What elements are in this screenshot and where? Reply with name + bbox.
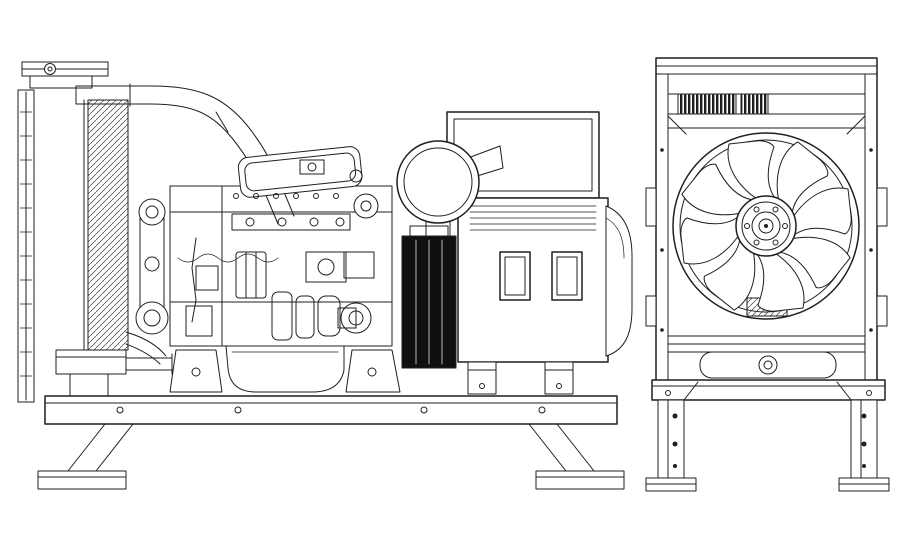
radiator [17,61,173,403]
injection-pump [235,251,267,299]
cooling-fan [672,132,860,320]
dipstick [191,237,197,323]
engine-mount-front [169,349,223,393]
hub-bolt [782,223,788,229]
corner-gusset [667,115,687,135]
turbocharger [353,193,379,219]
hub-bolt [753,239,760,246]
air-cleaner [396,140,504,237]
corner-gusset [846,115,866,135]
crank-pulley-guard [699,351,837,379]
hub-bolt [753,206,760,213]
alternator-body [457,197,609,363]
side-bracket [645,187,657,227]
top-tank-hatch [677,93,737,115]
radiator-frame [645,57,888,399]
alternator [446,111,633,395]
engine [135,146,401,393]
air-cleaner-ring [396,140,480,224]
oil-pan [225,345,345,393]
idler-pulley [138,198,166,226]
base-skid [37,395,625,490]
base-legs [645,379,890,492]
fan-hub-bolts [744,206,788,246]
front-base-rail [651,379,886,401]
alternator-foot [544,361,574,395]
radiator-mounting-channel [17,89,35,403]
radiator-core [87,99,129,351]
crank-pulley [135,301,169,335]
vent-grille [469,205,597,231]
front-view [645,57,890,492]
base-leg-left [67,423,134,472]
engine-mount-rear [345,349,401,393]
hub-bolt [744,223,750,229]
breather-cap [349,169,363,183]
charge-cooler [401,225,457,369]
base-foot-left [37,470,127,490]
base-foot-right [535,470,625,490]
head-bolts [233,193,339,199]
base-leg-right [528,423,595,472]
fuel-filter [295,295,315,339]
radiator-lower-hose [125,331,167,357]
side-bracket [876,295,888,327]
hub-bolt [772,239,779,246]
top-tank-hatch [740,93,769,115]
hose-clamp [215,111,229,133]
radiator-cap [44,63,56,75]
charge-cooler-fins [415,239,443,365]
radiator-channel-holes [19,111,33,377]
end-bell [605,205,633,357]
oil-filter [317,295,341,337]
side-bracket [876,187,888,227]
side-view [17,61,633,490]
fuel-filter [271,291,293,341]
lifting-bracket [299,159,325,175]
side-bracket [645,295,657,327]
crank-pulley-front [758,355,778,375]
radiator-bottom-tank [55,349,127,375]
hub-bolt [772,206,779,213]
wiring-harness [177,253,279,263]
front-leg-left [657,399,685,481]
base-rail [44,395,618,425]
exhaust-manifold [231,213,351,231]
alternator-foot [467,361,497,395]
